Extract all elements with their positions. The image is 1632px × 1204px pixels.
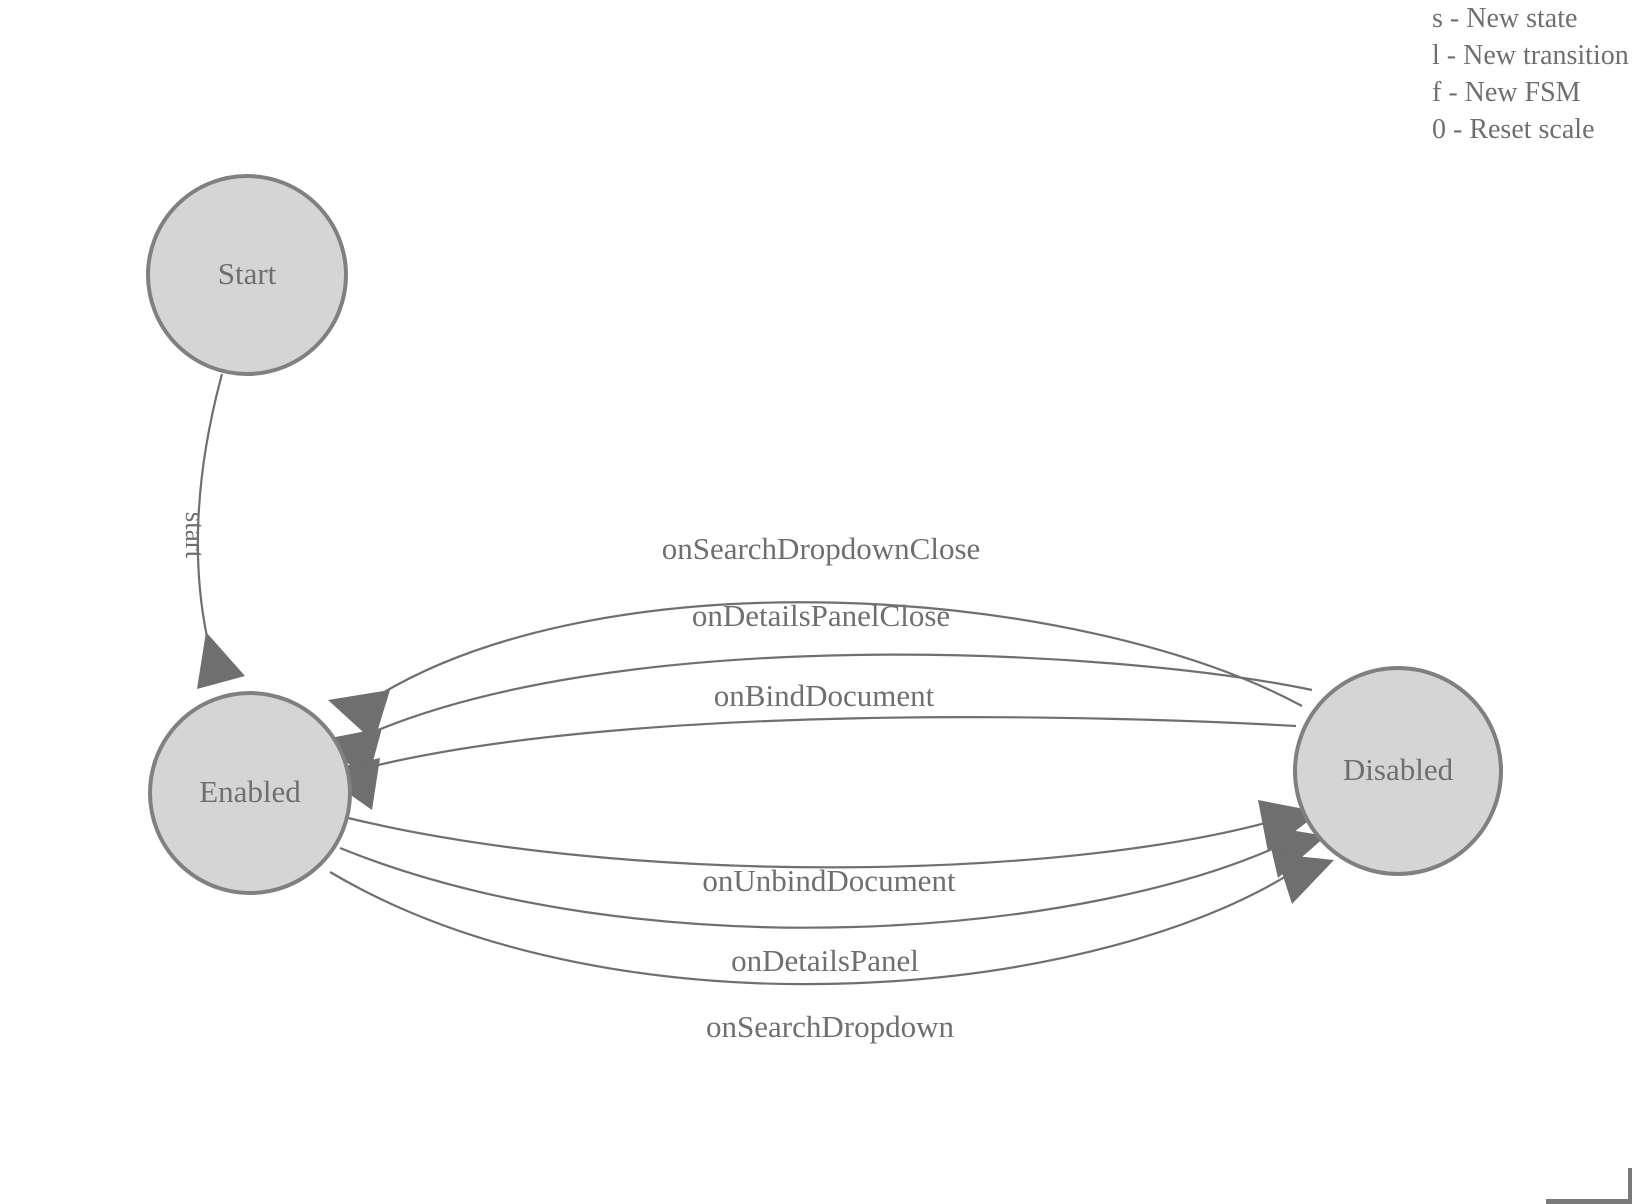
transition-onsearchdropdown-arrowhead: [1276, 854, 1334, 904]
state-node-disabled-label: Disabled: [1343, 752, 1454, 787]
frame-edge-vertical: [1628, 1168, 1632, 1204]
help-line-new-fsm: f - New FSM: [1432, 77, 1581, 108]
transition-label-start: start: [180, 512, 210, 559]
transition-start-arrowhead: [197, 632, 245, 689]
state-node-disabled[interactable]: Disabled: [1293, 666, 1503, 876]
help-line-new-transition: l - New transition: [1432, 40, 1629, 71]
transition-onunbinddocument[interactable]: [347, 800, 1320, 869]
state-node-enabled-label: Enabled: [199, 774, 301, 809]
state-node-start-circle[interactable]: [146, 174, 348, 376]
transition-label-onsearchdropdown: onSearchDropdown: [706, 1009, 954, 1044]
help-line-new-state: s - New state: [1432, 3, 1578, 34]
transition-onunbinddocument-path[interactable]: [347, 814, 1291, 869]
state-node-enabled[interactable]: Enabled: [148, 691, 352, 895]
help-overlay: s - New state l - New transition f - New…: [1432, 0, 1632, 148]
transition-onsearchdropdown[interactable]: [329, 854, 1334, 986]
transition-label-ondetailspanel: onDetailsPanel: [731, 943, 919, 978]
transition-onsearchdropdownclose-arrowhead: [328, 690, 390, 742]
state-node-start-label: Start: [218, 256, 277, 291]
transition-onsearchdropdownclose[interactable]: [328, 601, 1303, 742]
transition-label-ondetailspanelclose: onDetailsPanelClose: [692, 598, 950, 633]
transition-onsearchdropdown-path[interactable]: [329, 861, 1309, 986]
transition-start[interactable]: [196, 373, 245, 689]
transition-onsearchdropdownclose-path[interactable]: [367, 601, 1303, 707]
transition-ondetailspanelclose-path[interactable]: [354, 653, 1313, 741]
transition-onbinddocument[interactable]: [318, 716, 1297, 810]
frame-edge-horizontal: [1546, 1199, 1632, 1204]
transition-start-path[interactable]: [196, 373, 224, 663]
transition-label-onbinddocument: onBindDocument: [714, 678, 935, 713]
state-node-start[interactable]: Start: [146, 174, 348, 376]
transition-ondetailspanelclose[interactable]: [320, 653, 1313, 780]
transition-onbinddocument-path[interactable]: [349, 716, 1297, 774]
transition-label-onsearchdropdownclose: onSearchDropdownClose: [662, 531, 981, 566]
help-line-reset-scale: 0 - Reset scale: [1432, 114, 1595, 145]
state-node-enabled-circle[interactable]: [148, 691, 352, 895]
transition-label-onunbinddocument: onUnbindDocument: [702, 863, 956, 898]
transition-ondetailspanel-path[interactable]: [339, 837, 1297, 929]
state-node-disabled-circle[interactable]: [1293, 666, 1503, 876]
